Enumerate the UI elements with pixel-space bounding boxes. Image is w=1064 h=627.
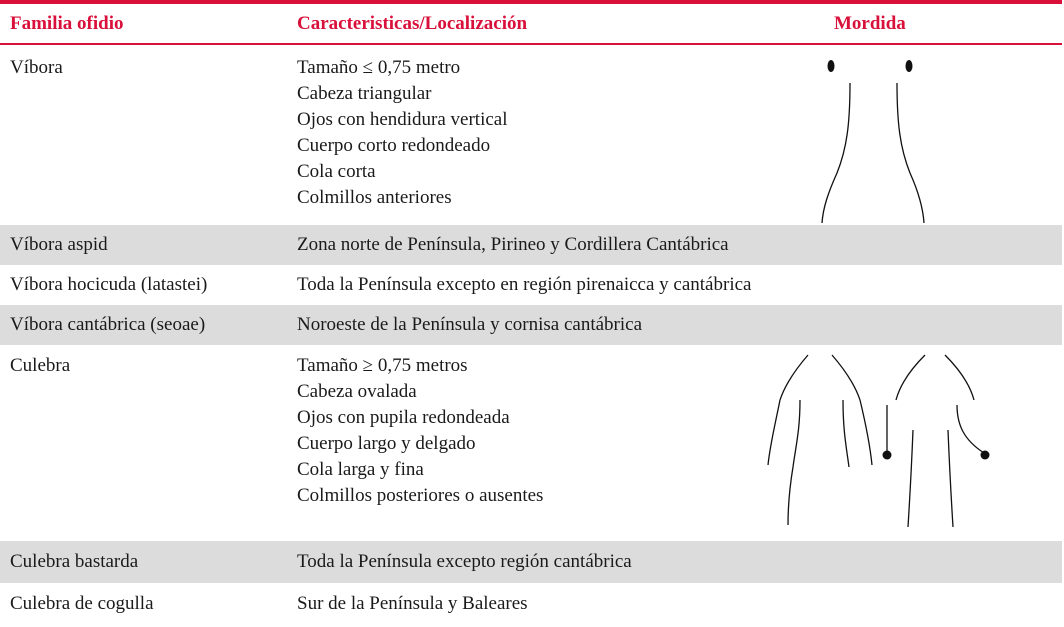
viper-bite-diagram [821,60,925,223]
characteristic-item: Ojos con pupila redondeada [297,407,510,428]
family-name: Víbora aspid [10,234,108,255]
characteristics-text: Zona norte de Península, Pirineo y Cordi… [297,234,729,255]
characteristics-text: Noroeste de la Península y cornisa cantá… [297,314,643,335]
characteristic-item: Cuerpo largo y delgado [297,433,476,454]
family-name: Víbora cantábrica (seoae) [10,314,206,335]
characteristics-text: Toda la Península excepto en región pire… [297,274,752,295]
snake-bite-diagram [767,354,990,528]
table-row-vibora-hocicuda: Víbora hocicuda (latastei) Toda la Penín… [0,265,1062,305]
characteristics-text: Sur de la Península y Baleares [297,593,528,614]
header-family: Familia ofidio [10,13,124,34]
characteristic-item: Cabeza triangular [297,83,432,104]
family-name: Víbora [10,57,63,78]
characteristic-item: Ojos con hendidura vertical [297,109,508,130]
characteristic-item: Cola corta [297,161,376,182]
characteristic-item: Tamaño ≤ 0,75 metro [297,57,461,78]
characteristics-text: Toda la Península excepto región cantábr… [297,551,632,572]
characteristic-item: Colmillos anteriores [297,187,452,208]
characteristic-item: Cola larga y fina [297,459,424,480]
table-row-culebra-bastarda: Culebra bastarda Toda la Península excep… [0,541,1062,583]
characteristics-list: Tamaño ≥ 0,75 metros Cabeza ovalada Ojos… [297,353,543,509]
table-row-vibora-aspid: Víbora aspid Zona norte de Península, Pi… [0,225,1062,265]
characteristic-item: Cuerpo corto redondeado [297,135,491,156]
family-name: Culebra [10,355,71,376]
family-name: Culebra de cogulla [10,593,154,614]
table-row-culebra-de-cogulla: Culebra de cogulla Sur de la Península y… [0,583,1062,627]
family-name: Víbora hocicuda (latastei) [10,274,208,295]
table-row-vibora-cantabrica: Víbora cantábrica (seoae) Noroeste de la… [0,305,1062,345]
characteristic-item: Cabeza ovalada [297,381,417,402]
characteristic-item: Colmillos posteriores o ausentes [297,485,544,506]
table-row-vibora: Víbora Tamaño ≤ 0,75 metro Cabeza triang… [0,45,1062,225]
characteristics-list: Tamaño ≤ 0,75 metro Cabeza triangular Oj… [297,55,508,211]
header-characteristics: Caracteristicas/Localización [297,13,528,34]
family-name: Culebra bastarda [10,551,139,572]
header-bite: Mordida [834,13,906,34]
table-row-culebra: Culebra Tamaño ≥ 0,75 metros Cabeza oval… [0,345,1062,541]
table-header: Familia ofidio Caracteristicas/Localizac… [0,4,1062,45]
characteristic-item: Tamaño ≥ 0,75 metros [297,355,468,376]
